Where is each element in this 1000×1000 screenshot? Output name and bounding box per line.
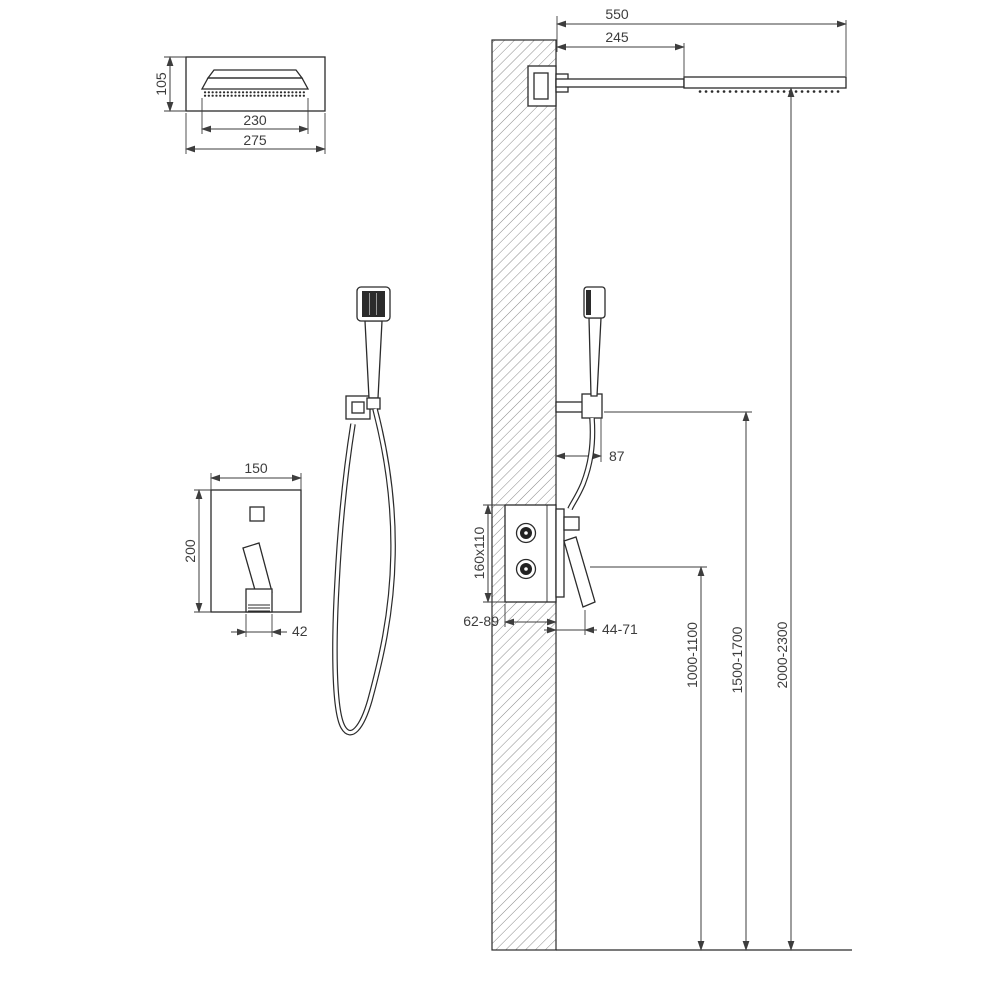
waterfall-spout <box>245 588 273 613</box>
head-wall-mount-inner <box>533 72 549 100</box>
installation-height-dimensions: 1000-1100 1500-1700 2000-2300 <box>590 87 795 951</box>
dim-trim-projection: 44-71 <box>602 621 638 637</box>
holder-cup <box>581 393 603 419</box>
valve-cartridge-upper <box>515 522 537 544</box>
mixer-front-view: 150 200 42 <box>182 460 308 639</box>
shower-arm <box>555 78 685 88</box>
valve-cartridge-lower-pin <box>524 567 528 571</box>
handshower-front-view <box>332 286 396 736</box>
dim-handshower-offset: 87 <box>609 448 625 464</box>
dim-handshower-height-range: 1500-1700 <box>729 626 745 693</box>
dim-mixer-height-range: 1000-1100 <box>684 622 700 688</box>
showerhead-front-view: 105 230 275 <box>153 56 326 154</box>
handshower-bracket-inner <box>351 401 365 414</box>
wall-hatch <box>491 39 557 951</box>
head-wall-mount <box>527 65 557 107</box>
head-front-outline <box>185 56 326 112</box>
valve-side-view: 160x110 62-89 44-71 <box>463 504 638 637</box>
trim-plate-side <box>555 508 565 598</box>
handshower-side-view: 87 <box>555 286 625 511</box>
wall-section <box>491 39 852 951</box>
dim-valve-depth: 62-89 <box>463 613 499 629</box>
head-side-slab <box>683 76 847 89</box>
dim-mixer-width: 150 <box>244 460 268 476</box>
valve-cartridge-upper-pin <box>524 531 528 535</box>
dim-head-height-range: 2000-2300 <box>774 621 790 688</box>
handshower-face-side <box>586 290 591 315</box>
dim-mixer-height: 200 <box>182 539 198 563</box>
diverter-button <box>249 506 265 522</box>
dim-head-spray-width: 230 <box>243 112 267 128</box>
dim-head-height: 105 <box>153 72 169 96</box>
head-front-spout-top <box>206 69 304 79</box>
diverter-knob-side <box>563 516 580 531</box>
dim-valve-size: 160x110 <box>471 526 487 579</box>
hose-connector <box>366 397 381 410</box>
valve-cartridge-lower <box>515 558 537 580</box>
shower-hose-core <box>333 408 395 735</box>
dim-head-width: 275 <box>243 132 267 148</box>
dim-spout-width: 42 <box>292 623 308 639</box>
valve-body <box>504 504 557 603</box>
head-front-spout-face <box>200 77 310 90</box>
mixer-lever-side <box>563 536 596 608</box>
handshower-face <box>362 291 385 317</box>
dim-arm-inset: 245 <box>605 29 629 45</box>
handshower-handle <box>364 320 383 399</box>
shower-hose-side-core <box>568 417 595 510</box>
showerhead-side-view: 550 245 <box>527 6 847 107</box>
handshower-handle-side <box>588 317 602 397</box>
dim-arm-reach: 550 <box>605 6 629 22</box>
